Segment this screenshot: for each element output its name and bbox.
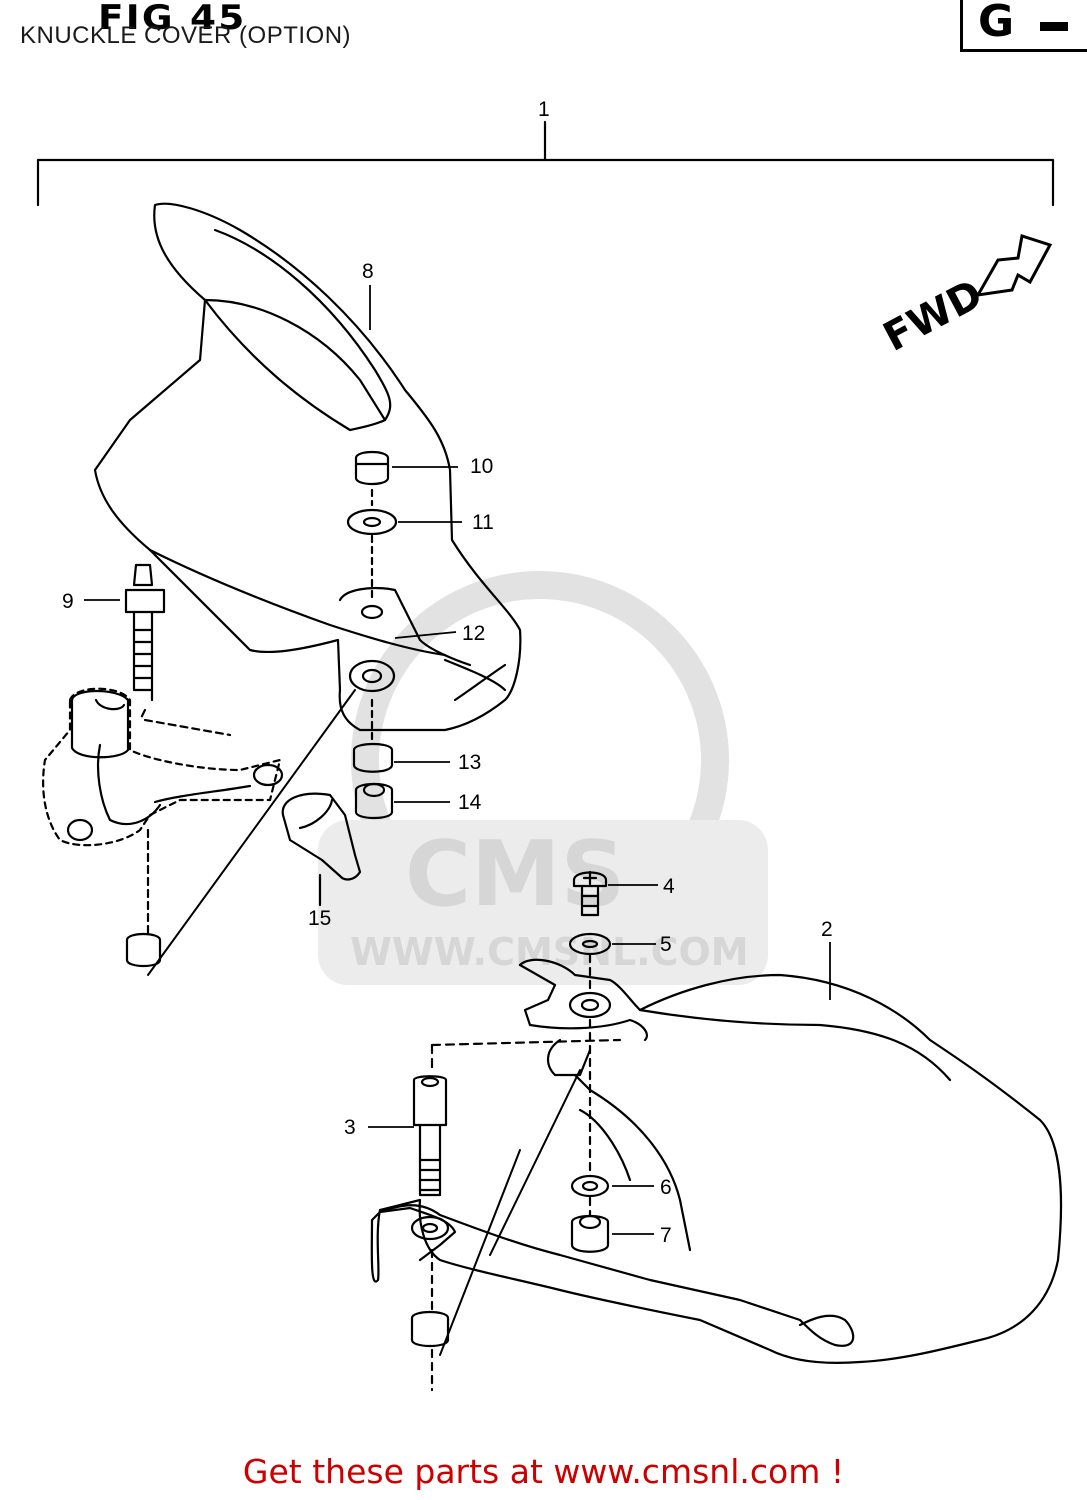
callout-1: 1 [538, 98, 550, 121]
left-lever-clamp [42, 687, 282, 847]
callout-9: 9 [62, 590, 74, 613]
forward-indicator: FWD [876, 234, 1053, 361]
callout-5: 5 [660, 933, 672, 956]
callout-12: 12 [462, 622, 485, 645]
section-box [960, 0, 1087, 52]
callout-numbers: 1 2 3 4 5 6 7 8 9 10 11 12 13 14 15 [62, 98, 833, 1247]
grip-15 [281, 792, 362, 881]
nut-14 [354, 782, 394, 820]
figure-label: FIG 45 [98, 0, 247, 38]
collar-12 [348, 659, 396, 693]
callout-7: 7 [660, 1224, 672, 1247]
callout-15: 15 [308, 907, 331, 930]
watermark-brand: CMS [405, 822, 625, 927]
callout-10: 10 [470, 455, 493, 478]
callout-8: 8 [362, 260, 374, 283]
cap-nut-10 [354, 450, 390, 486]
fwd-label: FWD [876, 271, 990, 361]
screw-4 [572, 871, 608, 917]
callout-14: 14 [458, 791, 482, 814]
stud-bolt-9 [124, 563, 166, 692]
watermark-url: WWW.CMSNL.COM [350, 930, 749, 974]
nut-7 [570, 1214, 610, 1253]
callout-13: 13 [458, 751, 481, 774]
upper-knuckle-cover [93, 202, 522, 732]
assembly-bracket [36, 120, 1055, 207]
nut-13 [352, 742, 394, 773]
lower-knuckle-cover [370, 958, 1063, 1364]
section-dash [1040, 22, 1068, 31]
callout-6: 6 [660, 1176, 672, 1199]
washer-6 [570, 1174, 610, 1198]
diagram-subtitle: KNUCKLE COVER (OPTION) [20, 22, 352, 49]
section-letter: G [978, 0, 1015, 47]
bolt-3 [412, 1075, 448, 1197]
footer-link[interactable]: Get these parts at www.cmsnl.com ! [242, 1452, 845, 1491]
lower-nut [410, 1310, 450, 1348]
forward-arrow-icon [975, 234, 1053, 297]
callout-3: 3 [344, 1116, 356, 1139]
callout-2: 2 [821, 918, 833, 941]
callout-11: 11 [472, 511, 494, 534]
washer-11 [346, 508, 398, 536]
callout-4: 4 [663, 875, 675, 898]
